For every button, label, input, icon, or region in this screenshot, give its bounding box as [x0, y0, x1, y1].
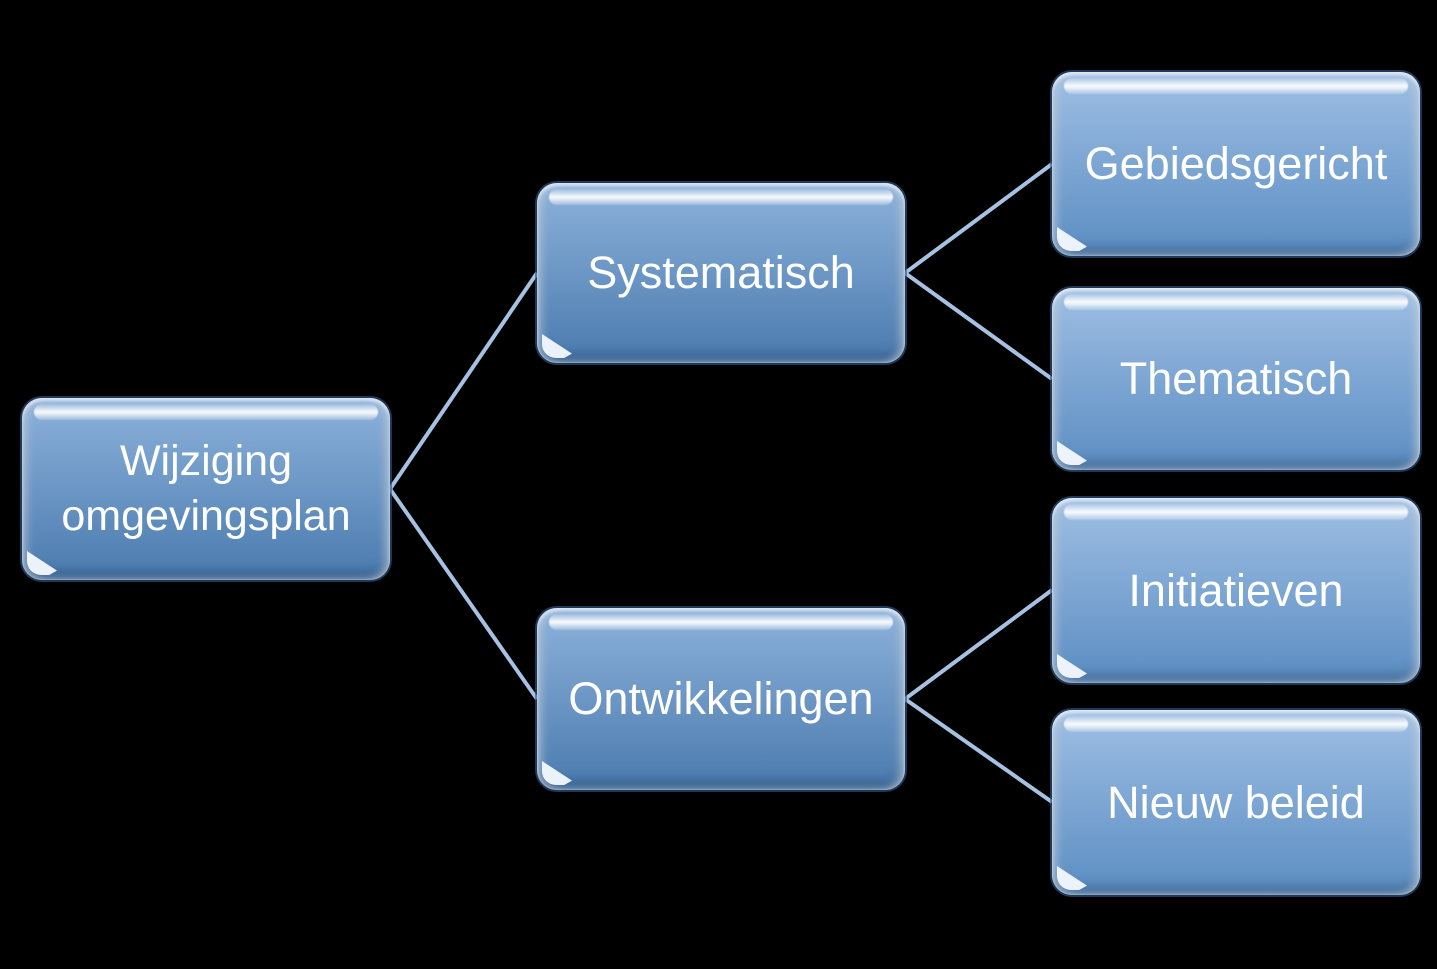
corner-shine: [27, 551, 57, 575]
node-systematisch: Systematisch: [537, 183, 905, 363]
gloss-highlight: [34, 404, 378, 420]
node-gebiedsgericht: Gebiedsgericht: [1052, 72, 1420, 256]
gloss-highlight: [549, 189, 893, 205]
gloss-highlight: [1064, 716, 1408, 732]
gloss-highlight: [1064, 78, 1408, 94]
connector-root-systematisch: [388, 271, 539, 491]
node-wijziging-omgevingsplan: Wijziging omgevingsplan: [22, 398, 390, 580]
connector-root-ontwikkelingen: [388, 487, 539, 701]
gloss-highlight: [1064, 294, 1408, 310]
corner-shine: [542, 334, 572, 358]
node-label: Wijziging omgevingsplan: [61, 436, 351, 540]
corner-shine: [1057, 441, 1087, 465]
node-ontwikkelingen: Ontwikkelingen: [537, 608, 905, 790]
connector-ontwikkelingen-initiatieven: [903, 588, 1054, 701]
corner-shine: [1057, 866, 1087, 890]
connector-ontwikkelingen-nieuw-beleid: [903, 697, 1054, 804]
node-thematisch: Thematisch: [1052, 288, 1420, 470]
node-label: Thematisch: [1119, 353, 1353, 405]
node-nieuw-beleid: Nieuw beleid: [1052, 710, 1420, 895]
node-label: Gebiedsgericht: [1084, 138, 1388, 190]
gloss-highlight: [549, 614, 893, 630]
node-label: Nieuw beleid: [1107, 776, 1365, 828]
corner-shine: [542, 761, 572, 785]
connector-systematisch-gebiedsgericht: [903, 162, 1054, 275]
node-label: Systematisch: [587, 247, 855, 299]
node-label: Ontwikkelingen: [568, 673, 874, 725]
corner-shine: [1057, 227, 1087, 251]
gloss-highlight: [1064, 504, 1408, 520]
corner-shine: [1057, 654, 1087, 678]
connector-systematisch-thematisch: [903, 271, 1054, 381]
node-initiatieven: Initiatieven: [1052, 498, 1420, 683]
node-label: Initiatieven: [1128, 564, 1344, 616]
